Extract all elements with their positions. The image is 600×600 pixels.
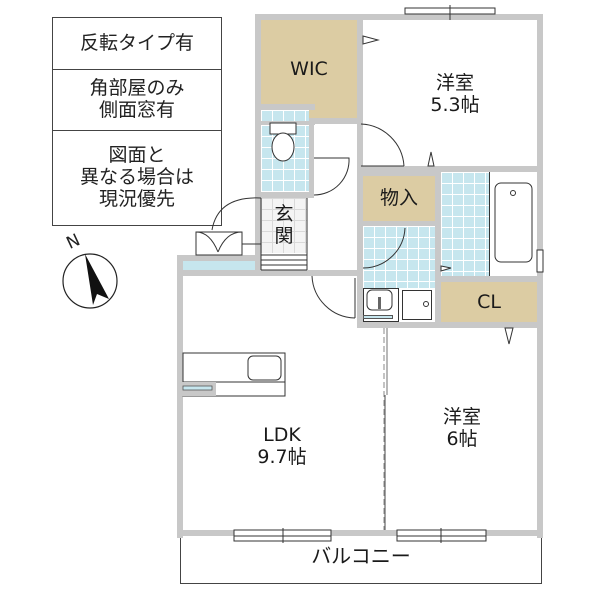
compass: N [55,230,130,312]
wall-outer-top [255,14,543,20]
balcony-name: バルコニー [311,544,411,568]
wall-toilet-top [255,104,315,110]
note-corner-room: 角部屋のみ 側面窓有 [53,70,221,131]
note-reversed-type: 反転タイプ有 [53,18,221,70]
wall-outer-left-upper [255,14,261,276]
toilet-shelf [261,110,309,121]
note-disclaimer-line1: 図面と [108,144,166,166]
wall-room1-left [357,20,363,172]
storage-name: 物入 [379,187,418,209]
wic-name: WIC [290,58,328,80]
wall-washroom-right [435,172,441,328]
western-room-2-size: 6帖 [446,428,478,450]
note-reversed-type-text: 反転タイプ有 [79,32,194,54]
western-room-2-name: 洋室 [442,406,481,428]
entrance-char-2: 関 [274,225,294,247]
room-bath-floor [441,172,489,276]
note-corner-room-line2: 側面窓有 [98,99,175,121]
western-room-1-name: 洋室 [435,72,474,94]
wall-bath-bottom [435,276,543,282]
note-corner-room-line1: 角部屋のみ [89,77,185,99]
wall-entry-ledge [177,255,261,261]
wall-ldk-top [177,270,361,276]
western-room-1-size: 5.3帖 [430,94,480,116]
balcony-label: バルコニー [180,545,542,567]
north-arrow-icon [62,253,118,309]
wall-washroom-left [357,222,363,328]
ldk-name: LDK [263,424,301,446]
wic-label: WIC [261,58,357,80]
wall-room1-bottom [357,166,543,172]
wall-toilet-bottom [255,192,314,198]
ldk-label: LDK 9.7帖 [232,424,332,468]
entrance-label: 玄 関 [261,203,307,247]
room-wic-lower [312,100,357,118]
room-entrance [261,198,307,253]
closet-label: CL [441,291,537,313]
wall-toilet-right [309,118,314,198]
note-disclaimer: 図面と 異なる場合は 現況優先 [53,131,221,225]
vanity-shelf [363,315,393,319]
entrance-char-1: 玄 [274,203,294,225]
notes-box: 反転タイプ有 角部屋のみ 側面窓有 図面と 異なる場合は 現況優先 [52,17,222,226]
closet-name: CL [477,291,501,313]
note-disclaimer-line2: 異なる場合は [79,166,194,188]
wall-washroom-bottom [357,322,543,328]
room-storage [363,176,435,221]
wall-outer-left-lower [177,255,183,538]
balcony [180,534,542,584]
ldk-size: 9.7帖 [257,446,307,468]
room-washroom [363,226,435,288]
storage-label: 物入 [363,187,435,209]
western-room-1-label: 洋室 5.3帖 [400,72,510,116]
shoe-cabinet [183,261,255,270]
note-disclaimer-line3: 現況優先 [98,188,175,210]
room-closet [441,282,537,322]
wall-outer-bottom [177,530,543,536]
western-room-2-label: 洋室 6帖 [412,406,512,450]
